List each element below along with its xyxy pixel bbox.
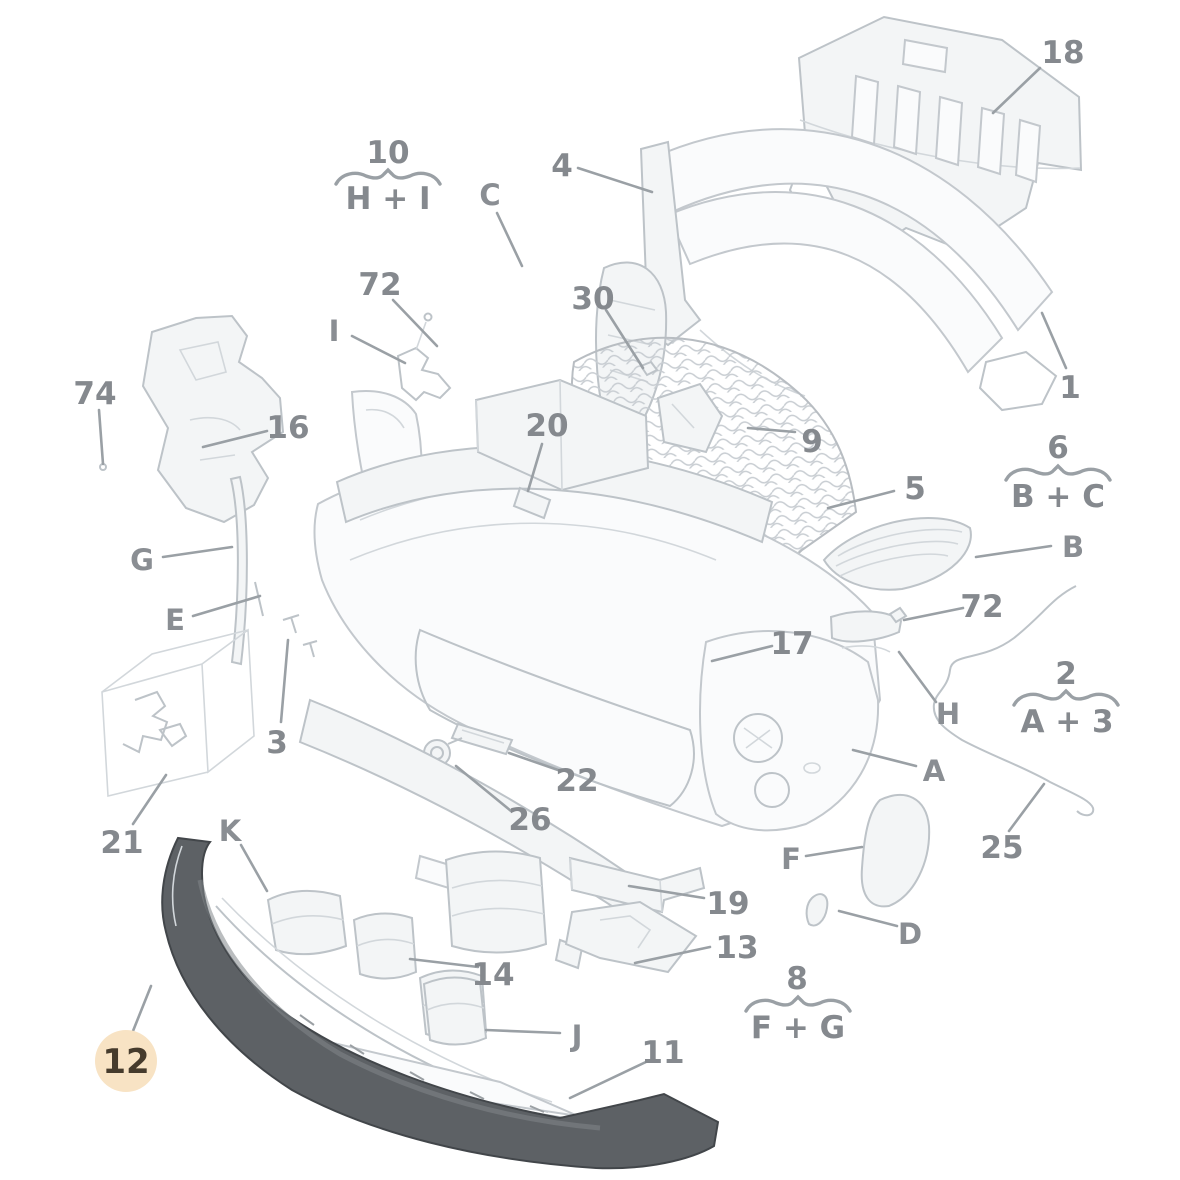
group-label-bottom: B + C <box>1011 479 1105 515</box>
part-label-I: I <box>329 314 340 348</box>
part-label-3: 3 <box>266 725 288 761</box>
part-label-11: 11 <box>641 1035 684 1071</box>
highlighted-part-callout-12[interactable]: 12 <box>95 1030 157 1092</box>
part-clips-3 <box>282 614 318 658</box>
part-label-C: C <box>479 178 500 212</box>
part-foglamp-cover <box>860 794 931 908</box>
part-mesh-plates-k <box>266 850 548 1040</box>
part-side-grille-right <box>822 517 972 591</box>
part-label-F: F <box>781 842 801 876</box>
part-label-74: 74 <box>73 376 116 412</box>
group-label-8-FG: 8 F + G <box>744 961 852 1046</box>
part-label-14: 14 <box>471 957 514 993</box>
part-label-18: 18 <box>1041 35 1084 71</box>
part-label-19: 19 <box>706 886 749 922</box>
part-label-25: 25 <box>980 830 1023 866</box>
group-label-top: 2 <box>1055 656 1077 692</box>
highlighted-part-number: 12 <box>102 1042 149 1082</box>
part-label-26: 26 <box>508 802 551 838</box>
part-label-G: G <box>130 543 154 577</box>
part-label-20: 20 <box>525 408 568 444</box>
brace-icon <box>334 167 442 186</box>
part-label-J: J <box>570 1019 583 1053</box>
part-label-30: 30 <box>571 281 614 317</box>
part-front-lip-spoiler <box>161 836 720 1170</box>
part-label-D: D <box>898 917 922 951</box>
leader-lines <box>97 66 1068 1100</box>
part-label-72b: 72 <box>960 589 1003 625</box>
part-label-5: 5 <box>904 471 926 507</box>
highlight-circle[interactable] <box>95 1030 157 1092</box>
brace-icon <box>1012 688 1120 707</box>
group-label-top: 6 <box>1047 430 1069 466</box>
part-label-21: 21 <box>100 825 143 861</box>
part-rod-e <box>254 581 264 617</box>
part-bracket-i <box>396 312 452 402</box>
part-label-9: 9 <box>801 424 823 460</box>
part-bumper-corner <box>699 630 880 832</box>
group-label-2-A3: 2 A + 3 <box>1012 656 1120 740</box>
part-label-B: B <box>1062 530 1084 564</box>
part-sliver-d <box>805 893 829 927</box>
part-trim-strip-h <box>829 606 908 653</box>
part-mesh-insert-j <box>422 976 488 1046</box>
group-label-bottom: A + 3 <box>1020 704 1113 740</box>
part-hardware-kit-box <box>101 628 255 798</box>
part-bracket-13 <box>564 900 698 974</box>
part-label-13: 13 <box>715 930 758 966</box>
group-label-top: 8 <box>786 961 808 997</box>
brace-icon <box>1004 463 1112 482</box>
part-label-16: 16 <box>266 410 309 446</box>
group-label-bottom: F + G <box>751 1010 845 1046</box>
part-label-72a: 72 <box>358 267 401 303</box>
part-labels: 18 1 4 C 72 I 30 16 74 G E 20 9 5 B 72 H… <box>73 35 1084 1071</box>
part-label-4: 4 <box>551 148 573 184</box>
group-label-top: 10 <box>366 135 409 171</box>
part-grille-bracket <box>656 382 724 454</box>
part-headlight-bracket <box>141 314 285 524</box>
part-trim-strip-22 <box>450 722 514 756</box>
part-reinforcement-beam <box>335 378 774 544</box>
part-label-A: A <box>923 754 946 788</box>
part-label-K: K <box>219 814 243 848</box>
part-label-17: 17 <box>770 626 813 662</box>
part-label-H: H <box>936 697 960 731</box>
group-label-10-HI: 10 H + I <box>334 135 442 217</box>
part-seal-strip-g <box>229 475 248 666</box>
part-label-22: 22 <box>555 763 598 799</box>
group-label-bottom: H + I <box>345 181 430 217</box>
part-label-1: 1 <box>1059 370 1081 406</box>
part-clip-30 <box>639 360 659 377</box>
part-label-E: E <box>165 603 185 637</box>
brace-icon <box>744 994 852 1013</box>
part-wiring-harness <box>932 585 1095 817</box>
group-label-6-BC: 6 B + C <box>1004 430 1112 515</box>
